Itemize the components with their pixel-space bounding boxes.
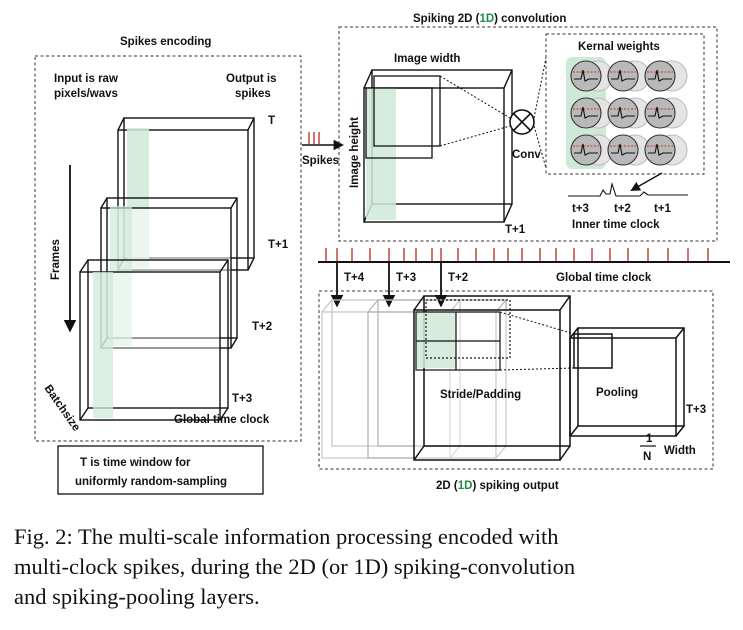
kernel-grid bbox=[570, 60, 688, 166]
input-label-line1: Input is raw bbox=[54, 73, 118, 85]
kernel-neuron bbox=[607, 60, 651, 92]
output-green-patch bbox=[416, 312, 456, 368]
global-spike-train bbox=[325, 248, 709, 261]
spikes-encoding-panel: Spikes encoding Input is raw pixels/wavs… bbox=[34, 36, 302, 495]
spiking-output-panel: 2D (1D) spiking output Stride/Pad bbox=[318, 290, 714, 492]
note-line-1: T is time window for bbox=[80, 457, 191, 469]
kernel-neuron bbox=[607, 97, 651, 129]
conv-label: Conv bbox=[512, 149, 541, 161]
inner-tick-t2: t+2 bbox=[614, 203, 631, 215]
spikes-connector: Spikes bbox=[302, 132, 345, 167]
time-label-t1: T+1 bbox=[268, 239, 289, 251]
spikes-label: Spikes bbox=[302, 155, 339, 167]
conv-time-label: T+1 bbox=[505, 224, 526, 236]
output-main-layer bbox=[413, 295, 571, 461]
note-box bbox=[57, 445, 264, 495]
input-label-line2: pixels/wavs bbox=[54, 88, 118, 100]
kernel-arrow bbox=[630, 172, 663, 191]
kernel-neuron bbox=[570, 60, 614, 92]
output-label-line2: spikes bbox=[235, 88, 271, 100]
dotted-line-3 bbox=[533, 57, 547, 119]
kernel-neuron bbox=[644, 97, 688, 129]
spikes-encoding-box bbox=[34, 55, 302, 442]
caption-line-1: Fig. 2: The multi-scale information proc… bbox=[14, 524, 559, 549]
spiking-conv-panel: Spiking 2D (1D) convolution Image width … bbox=[338, 13, 718, 242]
inner-clock-label: Inner time clock bbox=[572, 219, 660, 231]
batchsize-label: Batchsize bbox=[42, 383, 83, 434]
kernel-neuron bbox=[607, 134, 651, 166]
conv-operator-icon bbox=[509, 109, 535, 135]
clock-tick-t4: T+4 bbox=[344, 272, 365, 284]
note-line-2: uniformly random-sampling bbox=[75, 476, 227, 488]
spikes-encoding-title: Spikes encoding bbox=[120, 36, 211, 48]
pooling-label: Pooling bbox=[596, 387, 638, 399]
pool-dotted-1 bbox=[499, 311, 575, 335]
figure-caption: Fig. 2: The multi-scale information proc… bbox=[14, 522, 734, 612]
clock-tick-t2: T+2 bbox=[448, 272, 468, 284]
fraction-denominator: N bbox=[643, 451, 651, 463]
stride-padding-label: Stride/Padding bbox=[440, 389, 521, 401]
conv-green-slice bbox=[366, 88, 396, 220]
clock-tick-t3: T+3 bbox=[396, 272, 416, 284]
conv-receptive-field bbox=[365, 75, 441, 159]
inner-clock-wave bbox=[568, 181, 688, 197]
image-width-label: Image width bbox=[394, 53, 460, 65]
width-label: Width bbox=[664, 445, 696, 457]
fraction-numerator: 1 bbox=[646, 433, 653, 445]
left-clock-label: Global time clock bbox=[174, 414, 270, 426]
pooling-box bbox=[569, 327, 685, 437]
time-label-t2: T+2 bbox=[252, 321, 272, 333]
image-height-label: Image height bbox=[349, 117, 361, 188]
time-label-t3: T+3 bbox=[232, 393, 252, 405]
caption-line-3: and spiking-pooling layers. bbox=[14, 584, 260, 609]
output-label-line1: Output is bbox=[226, 73, 276, 85]
time-label-t: T bbox=[268, 115, 275, 127]
spike-train-small bbox=[308, 132, 320, 144]
green-slice-frame-t2 bbox=[93, 272, 113, 418]
dotted-line-4 bbox=[533, 125, 547, 169]
spiking-output-title: 2D (1D) spiking output bbox=[436, 480, 559, 492]
spiking-conv-box bbox=[338, 26, 718, 242]
inner-tick-t3: t+3 bbox=[572, 203, 589, 215]
global-time-clock: T+4 T+3 T+2 Global time clock bbox=[318, 248, 730, 308]
frames-label: Frames bbox=[50, 239, 62, 280]
pool-dotted-2 bbox=[499, 367, 575, 371]
dotted-line-1 bbox=[439, 75, 511, 119]
spiking-conv-title: Spiking 2D (1D) convolution bbox=[413, 13, 566, 25]
kernel-title: Kernal weights bbox=[578, 41, 660, 53]
green-slice-frame-t1 bbox=[110, 206, 132, 346]
kernel-neuron bbox=[570, 97, 614, 129]
kernel-neuron bbox=[644, 60, 688, 92]
figure-diagram: Spikes encoding Input is raw pixels/wavs… bbox=[34, 13, 730, 495]
dotted-line-2 bbox=[439, 125, 511, 147]
kernel-neuron bbox=[644, 134, 688, 166]
output-time-label: T+3 bbox=[686, 404, 706, 416]
stride-window bbox=[415, 299, 511, 371]
kernel-neuron bbox=[570, 134, 614, 166]
caption-line-2: multi-clock spikes, during the 2D (or 1D… bbox=[14, 554, 576, 579]
global-clock-label: Global time clock bbox=[556, 272, 652, 284]
inner-tick-t1: t+1 bbox=[654, 203, 672, 215]
